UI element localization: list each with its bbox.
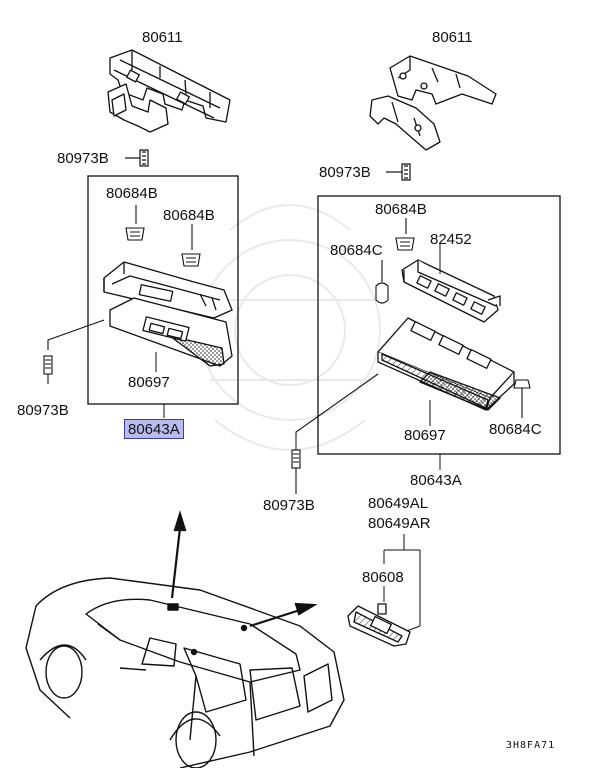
right-assembly-label: 80643A: [410, 472, 462, 489]
left-side-screw-label: 80973B: [17, 402, 69, 419]
left-lens-label: 80697: [128, 374, 170, 391]
left-lamp-lens: [109, 297, 233, 367]
left-side-screw: [43, 319, 105, 384]
vanity-right-label: 80649AR: [368, 515, 431, 532]
right-bulb-c2-label: 80684C: [489, 421, 542, 438]
right-bracket-label: 80611: [432, 29, 473, 46]
left-top-screw-label: 80973B: [57, 150, 109, 167]
right-top-screw-label: 80973B: [319, 164, 371, 181]
left-roof-bracket: [107, 49, 231, 133]
vanity-bulb-label: 80608: [362, 569, 404, 586]
vehicle-outline: [25, 577, 345, 768]
right-socket-board: [401, 259, 501, 323]
left-bulb-b-label: 80684B: [163, 207, 215, 224]
left-bulb-a-label: 80684B: [106, 185, 158, 202]
vanity-left-label: 80649AL: [368, 495, 429, 512]
right-top-screw: [386, 163, 411, 181]
right-bulb-c: [375, 260, 389, 304]
arrow-to-vanity: [249, 602, 318, 628]
left-lamp-housing: [103, 261, 233, 319]
right-side-screw: [291, 373, 379, 494]
left-bulb-a: [125, 205, 145, 241]
right-bulb-c-label: 80684C: [330, 242, 383, 259]
diagram-code: 3H8FA71: [506, 740, 556, 751]
arrow-to-overhead: [170, 510, 187, 599]
left-assembly-box: [87, 175, 239, 405]
right-bulb-b: [395, 218, 415, 251]
left-top-screw: [125, 149, 149, 167]
vanity-lamp: [347, 603, 411, 647]
right-roof-bracket: [369, 55, 497, 151]
right-socket-label: 82452: [430, 231, 472, 248]
right-lamp-lens: [377, 317, 515, 411]
right-lens-label: 80697: [404, 427, 446, 444]
right-bulb-b-label: 80684B: [375, 201, 427, 218]
right-screw-label: 80973B: [263, 497, 315, 514]
left-bulb-b: [181, 224, 201, 267]
right-assembly-box: [317, 195, 561, 455]
left-bracket-label: 80611: [142, 29, 183, 46]
vanity-leaders: [383, 534, 421, 633]
right-bulb-c2: [513, 379, 531, 418]
left-assembly-label[interactable]: 80643A: [124, 419, 184, 439]
